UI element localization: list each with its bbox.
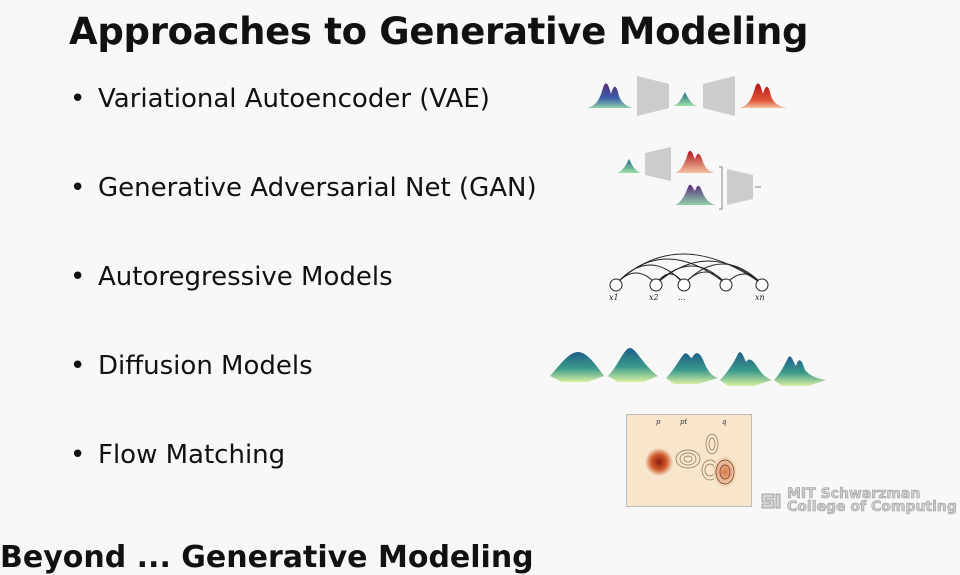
gan-bracket [719, 166, 723, 210]
ar-node-label: x1 [609, 293, 619, 302]
ar-node-label: xn [755, 293, 765, 302]
vae-illustration [587, 76, 787, 116]
ar-node [677, 278, 691, 292]
ar-node [609, 278, 623, 292]
vae-encoder-block [637, 76, 669, 116]
vae-latent-distribution [673, 92, 697, 106]
bullet-label: Generative Adversarial Net (GAN) [98, 173, 537, 203]
diffusion-illustration [550, 348, 826, 386]
ar-node [755, 278, 769, 292]
bullet-dot: • [70, 262, 86, 292]
gan-generator-block [645, 147, 671, 181]
bullet-dot: • [70, 440, 86, 470]
bullet-dot: • [70, 351, 86, 381]
flow-label: q [722, 418, 727, 426]
next-slide-title: Beyond ... Generative Modeling [0, 540, 534, 575]
diffusion-step-4 [720, 352, 772, 386]
ar-node [719, 278, 733, 292]
vae-output-distribution [739, 83, 787, 108]
flow-label: pt [680, 418, 687, 426]
bullet-diffusion: • Diffusion Models [70, 351, 313, 381]
bullet-label: Autoregressive Models [98, 262, 393, 292]
diffusion-step-1 [550, 352, 604, 382]
flow-source-density [645, 448, 673, 476]
bullet-label: Diffusion Models [98, 351, 313, 381]
diffusion-step-3 [666, 353, 718, 384]
bullet-dot: • [70, 173, 86, 203]
slide: Approaches to Generative Modeling • Varia… [69, 10, 958, 515]
vae-input-distribution [587, 83, 633, 108]
bullet-vae: • Variational Autoencoder (VAE) [70, 84, 490, 114]
mit-logo-icon [761, 493, 781, 509]
bullet-autoregressive: • Autoregressive Models [70, 262, 393, 292]
bullet-gan: • Generative Adversarial Net (GAN) [70, 173, 537, 203]
bullet-label: Flow Matching [98, 440, 286, 470]
bullet-dot: • [70, 84, 86, 114]
slide-title: Approaches to Generative Modeling [69, 10, 809, 53]
watermark-line-1: MIT Schwarzman [787, 486, 921, 502]
ar-node-label: ... [678, 293, 686, 302]
flow-matching-illustration: p pt q [626, 414, 752, 507]
gan-real-distribution [675, 184, 715, 205]
flow-label: p [656, 418, 661, 426]
vae-decoder-block [703, 76, 735, 116]
flow-target-density [713, 456, 737, 488]
gan-noise-distribution [617, 159, 641, 173]
watermark: MIT Schwarzman College of Computing [761, 486, 958, 515]
bullet-flow-matching: • Flow Matching [70, 440, 285, 470]
diffusion-step-5 [774, 356, 826, 386]
ar-node-label: x2 [649, 293, 659, 302]
watermark-line-2: College of Computing [787, 499, 958, 515]
gan-illustration [617, 147, 761, 210]
gan-discriminator-block [727, 169, 753, 205]
autoregressive-illustration: x1 x2 ... xn [609, 253, 769, 302]
bullet-label: Variational Autoencoder (VAE) [98, 84, 490, 114]
diffusion-step-2 [608, 348, 658, 382]
ar-node [649, 278, 663, 292]
gan-fake-distribution [675, 150, 715, 173]
